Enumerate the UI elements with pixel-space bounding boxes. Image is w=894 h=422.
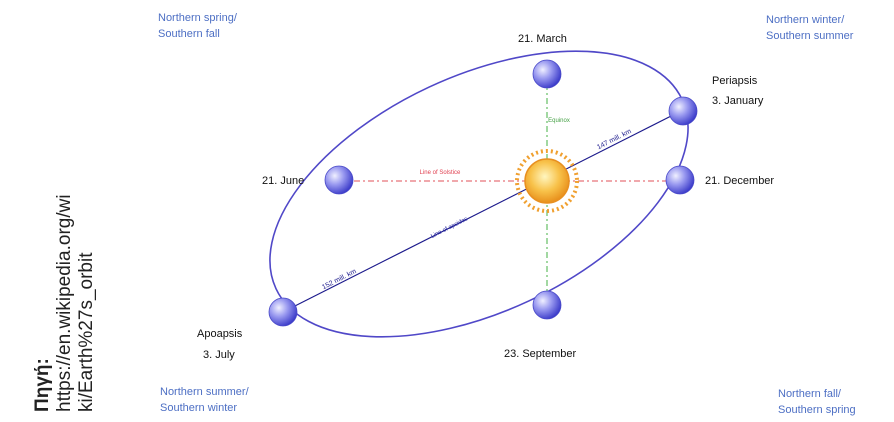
- season-top-left: Northern spring/ Southern fall: [158, 10, 237, 42]
- season-line: Southern fall: [158, 28, 220, 40]
- label-periapsis-date: 3. January: [712, 95, 764, 107]
- source-url-line1: https://en.wikipedia.org/wi: [54, 194, 75, 412]
- season-line: Southern winter: [160, 402, 238, 414]
- earth-march: [532, 59, 562, 89]
- season-line: Northern summer/: [160, 386, 249, 398]
- earth-june: [324, 165, 354, 195]
- label-september: 23. September: [504, 348, 577, 360]
- label-june: 21. June: [262, 175, 305, 187]
- season-bottom-right: Northern fall/ Southern spring: [778, 386, 856, 418]
- apsides-label: Line of apsides: [430, 216, 469, 240]
- earth-periapsis: [668, 96, 698, 126]
- label-march: 21. March: [518, 33, 567, 45]
- sun-icon: [515, 149, 579, 213]
- season-line: Northern winter/: [766, 14, 845, 26]
- season-line: Northern fall/: [778, 388, 841, 400]
- distance-far-label: 152 mill. km: [321, 268, 358, 291]
- orbit-ellipse: [269, 50, 689, 338]
- label-apoapsis: Apoapsis: [197, 328, 243, 340]
- season-line: Southern spring: [778, 404, 856, 416]
- label-periapsis: Periapsis: [712, 75, 758, 87]
- equinox-label: Equinox: [548, 118, 570, 124]
- solstice-label: Line of Solstice: [420, 170, 461, 176]
- earth-december: [665, 165, 695, 195]
- season-top-right: Northern winter/ Southern summer: [766, 12, 853, 44]
- source-url-line2: ki/Earth%27s_orbit: [76, 252, 97, 412]
- earth-september: [532, 290, 562, 320]
- earth-apoapsis: [268, 297, 298, 327]
- label-apoapsis-date: 3. July: [203, 349, 235, 361]
- season-line: Southern summer: [766, 30, 854, 42]
- season-line: Northern spring/: [158, 12, 237, 24]
- label-december: 21. December: [705, 175, 775, 187]
- source-heading: Πηγή:: [32, 358, 53, 412]
- apsides-line: [282, 109, 684, 313]
- season-bottom-left: Northern summer/ Southern winter: [160, 384, 249, 416]
- source-citation: Πηγή: https://en.wikipedia.org/wi ki/Ear…: [32, 72, 102, 412]
- distance-near-label: 147 mill. km: [596, 128, 633, 151]
